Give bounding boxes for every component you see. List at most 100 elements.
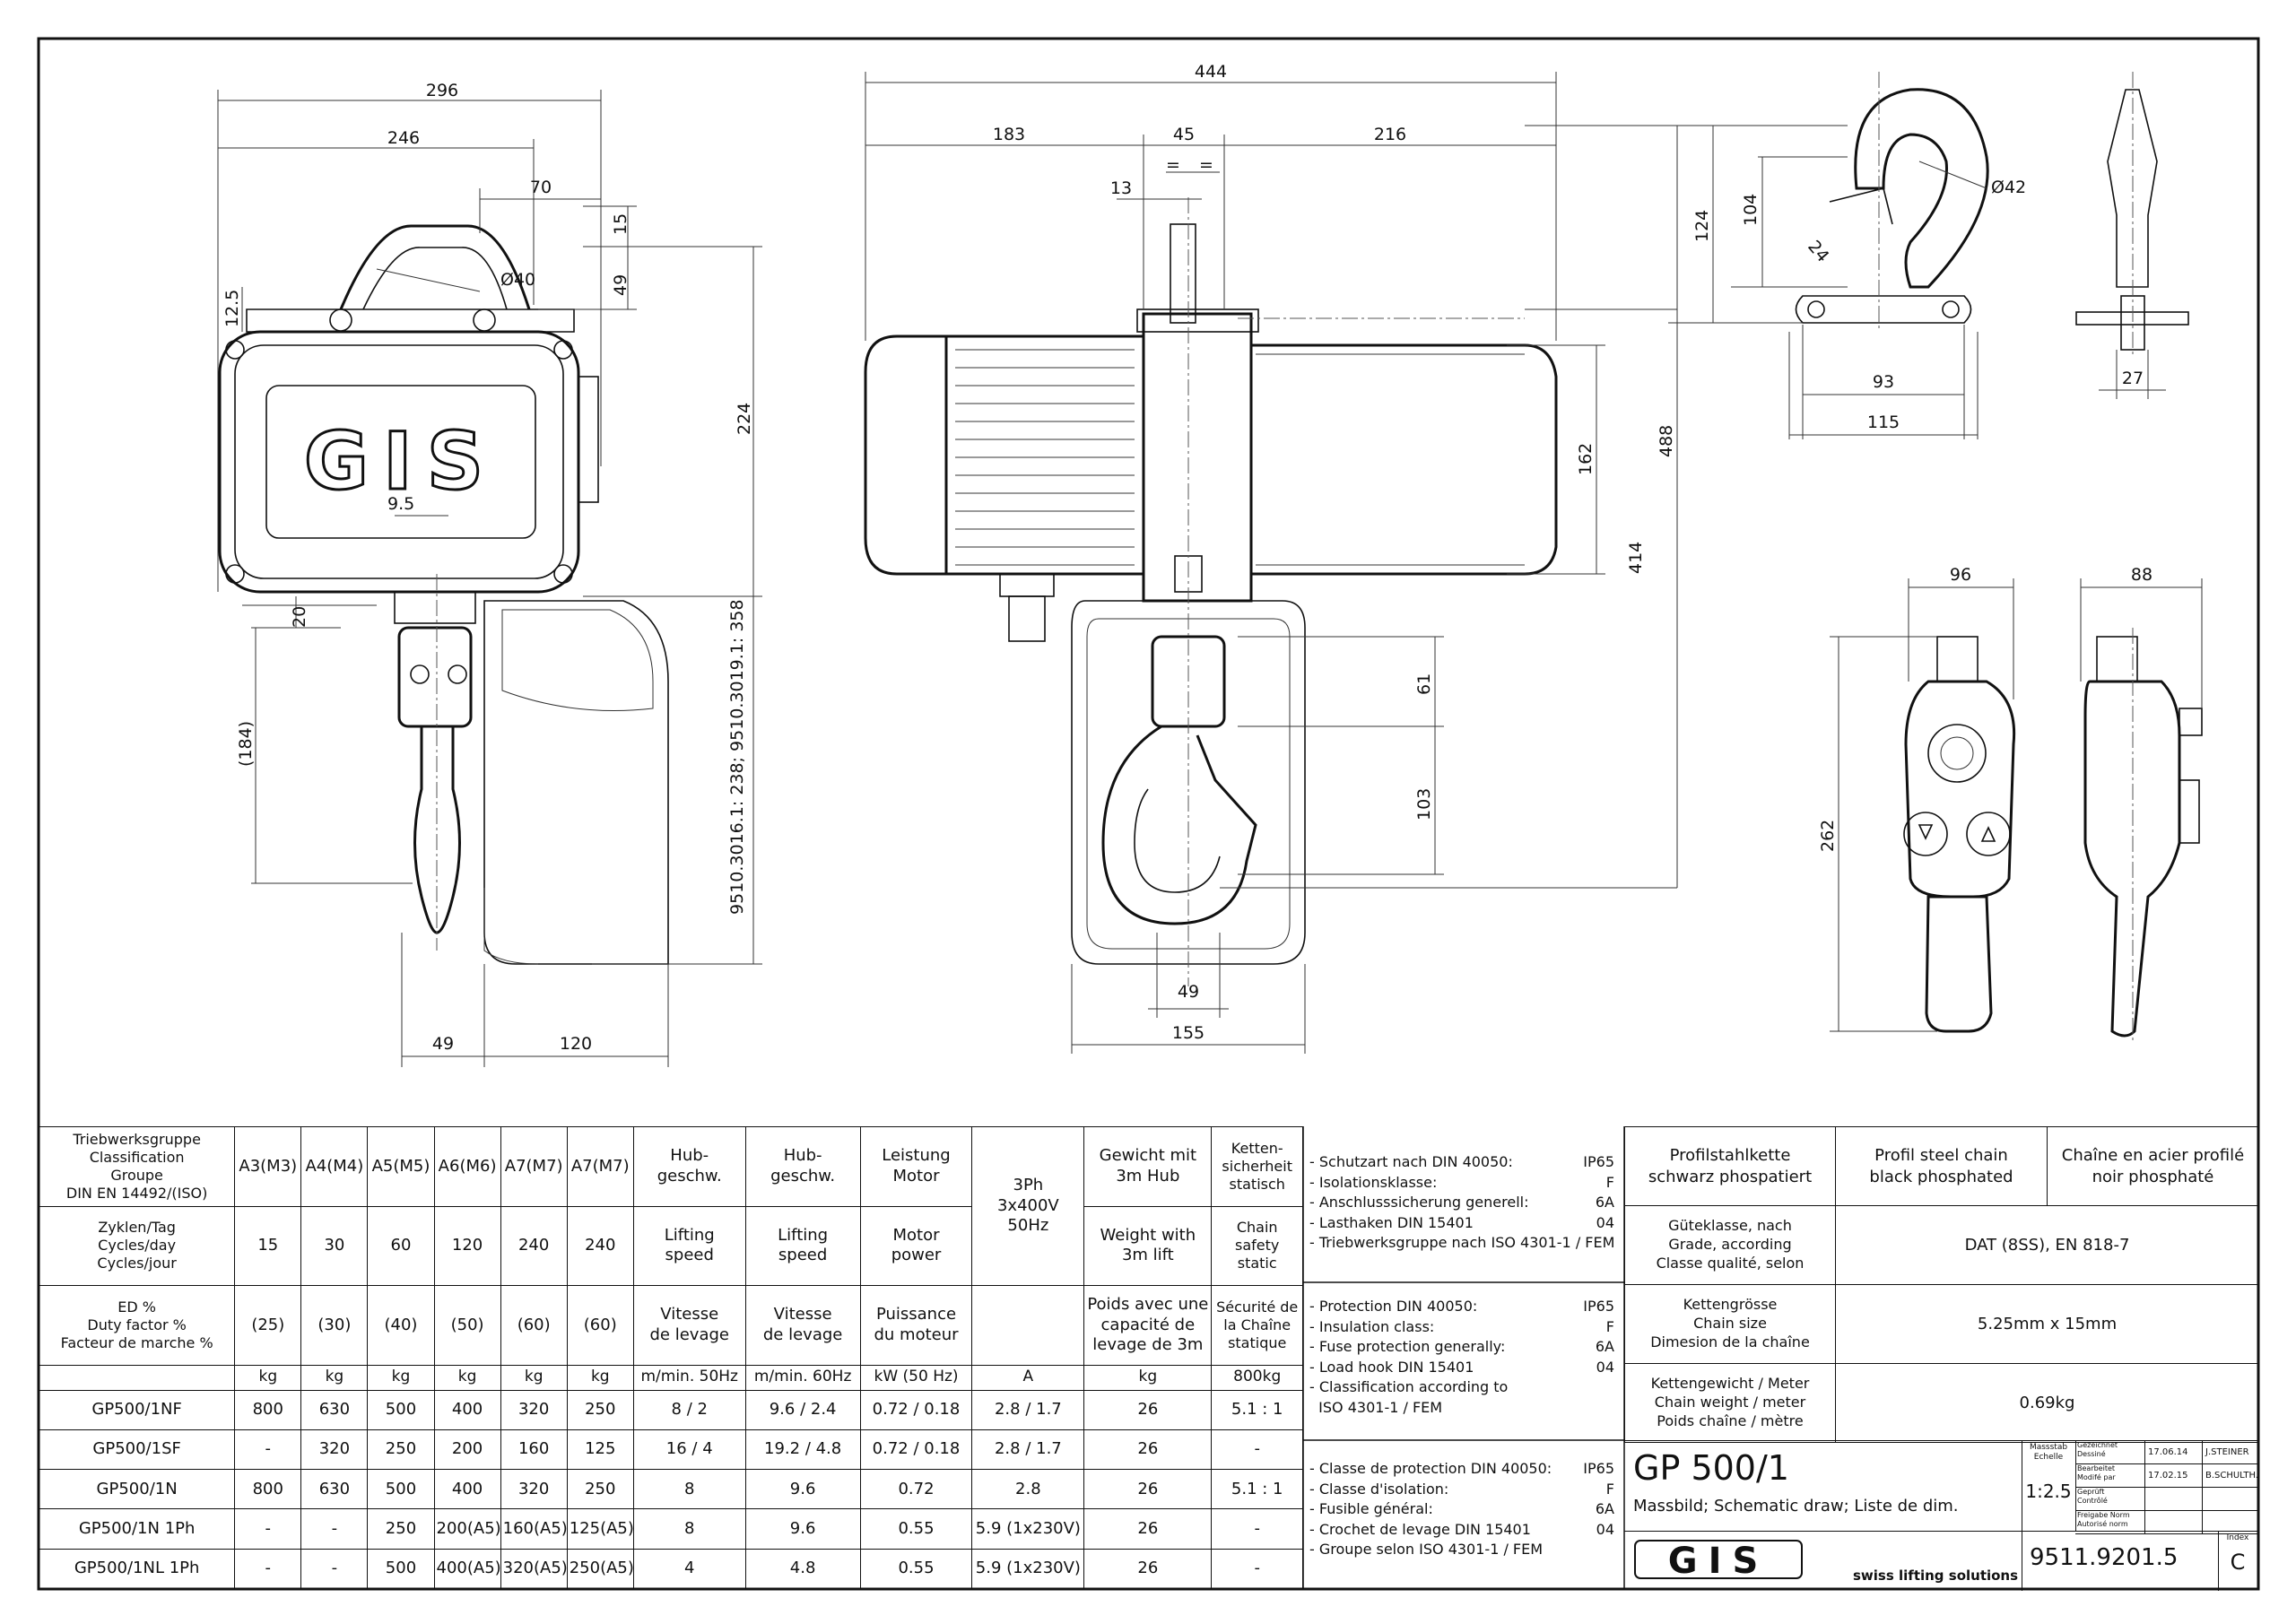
- units-empty: [38, 1364, 236, 1391]
- table-cell: 250: [367, 1429, 435, 1471]
- note-text: - Groupe selon ISO 4301-1 / FEM: [1309, 1541, 1544, 1558]
- note-line: - Groupe selon ISO 4301-1 / FEM: [1309, 1540, 1614, 1560]
- table-cell: 250: [566, 1389, 634, 1430]
- table-cell: 630: [300, 1469, 369, 1510]
- front-handle: [339, 224, 531, 310]
- grade-value: DAT (8SS), EN 818-7: [1835, 1205, 2259, 1285]
- dim-text: 115: [1867, 413, 1900, 432]
- model-name-cell: GP500/1N: [38, 1469, 236, 1510]
- note-value: IP65: [1583, 1460, 1614, 1477]
- bottom-block-front: [397, 626, 473, 728]
- note-text: - Insulation class:: [1309, 1317, 1435, 1335]
- table-cell: 9.6: [744, 1469, 861, 1510]
- dim-text: 49: [1178, 982, 1199, 1002]
- note-line: - Anschlusssicherung generell:6A: [1309, 1193, 1614, 1213]
- index-value: C: [2230, 1550, 2246, 1575]
- table-cell: 5.1 : 1: [1211, 1389, 1303, 1430]
- dim-text: 9.5: [387, 494, 414, 514]
- note-line: - Insulation class:F: [1309, 1317, 1614, 1338]
- note-text: - Anschlusssicherung generell:: [1309, 1194, 1529, 1211]
- table-cell: 2.8 / 1.7: [971, 1429, 1085, 1471]
- table-cell: 4: [632, 1548, 746, 1590]
- note-text: - Lasthaken DIN 15401: [1309, 1213, 1474, 1231]
- table-cell: 0.72 / 0.18: [859, 1389, 973, 1430]
- title-block: GP 500/1 Massbild; Schematic draw; Liste…: [1624, 1440, 2258, 1591]
- meta-cell: B.SCHULTH.: [2205, 1471, 2258, 1481]
- hook-dimensions: 124 104 Ø42 24 93 115 27: [1668, 125, 2166, 439]
- unit-cell: kg: [367, 1364, 435, 1391]
- spec-table: Triebwerksgruppe Classification Groupe D…: [38, 1126, 1303, 1590]
- dim-text: 262: [1818, 820, 1838, 852]
- unit-cell: kW (50 Hz): [859, 1364, 973, 1391]
- size-value: 5.25mm x 15mm: [1835, 1284, 2259, 1364]
- note-value: 04: [1596, 1520, 1614, 1538]
- dim-text: 88: [2131, 565, 2152, 585]
- unit-cell: m/min. 50Hz: [632, 1364, 746, 1391]
- note-line: - Schutzart nach DIN 40050:IP65: [1309, 1152, 1614, 1173]
- cycles-value: 60: [367, 1205, 435, 1286]
- dim-text: 296: [426, 81, 458, 100]
- note-text: - Classe d'isolation:: [1309, 1480, 1449, 1498]
- meta-cell: [2145, 1488, 2203, 1510]
- ed-value: (60): [566, 1285, 634, 1366]
- cable-gland: [1008, 595, 1046, 642]
- note-value: 04: [1596, 1358, 1614, 1376]
- dim-text: 155: [1172, 1023, 1205, 1043]
- drawing-frame: [37, 37, 2260, 1591]
- dim-text: 124: [1692, 210, 1712, 242]
- meta-cell: J.STEINER: [2205, 1447, 2249, 1457]
- notes-en: - Protection DIN 40050: IP65 - Insulation …: [1309, 1297, 1614, 1418]
- dim-text: 414: [1626, 542, 1646, 574]
- cycles-value: 15: [234, 1205, 302, 1286]
- group-header: A6(M6): [433, 1126, 501, 1207]
- note-text: - Protection DIN 40050:: [1309, 1298, 1478, 1315]
- table-cell: 320: [500, 1469, 568, 1510]
- group-header: A7(M7): [500, 1126, 568, 1207]
- note-line: - Isolationsklasse:F: [1309, 1173, 1614, 1194]
- pendant-handle: [1925, 895, 1993, 1033]
- ed-value: (60): [500, 1285, 568, 1366]
- table-cell: 0.55: [859, 1508, 973, 1550]
- dim-text: 12.5: [222, 290, 242, 327]
- dim-text: 45: [1173, 125, 1195, 144]
- gearbox: [1249, 343, 1558, 576]
- note-value: F: [1605, 1173, 1614, 1191]
- side-dimensions: 444 183 45 216 13 = = 162 488 414 61 103…: [865, 62, 1686, 1054]
- table-cell: 8: [632, 1508, 746, 1550]
- note-text: - Classe de protection DIN 40050:: [1309, 1460, 1552, 1477]
- note-value: IP65: [1583, 1298, 1614, 1315]
- table-cell: 19.2 / 4.8: [744, 1429, 861, 1471]
- hook-detail-side: [2107, 89, 2158, 288]
- table-cell: 8 / 2: [632, 1389, 746, 1430]
- up-button-icon: [1966, 812, 2011, 856]
- motor-body: [944, 334, 1145, 576]
- bolt-icon: [329, 308, 352, 332]
- note-line: - Protection DIN 40050: IP65: [1309, 1297, 1614, 1317]
- tagline: swiss lifting solutions: [1853, 1568, 2019, 1584]
- svg-text:GIS: GIS: [1668, 1541, 1770, 1582]
- dim-text: 70: [530, 178, 552, 197]
- dim-text: 444: [1195, 62, 1227, 82]
- model-name-cell: GP500/1SF: [38, 1429, 236, 1471]
- hub-header: Hub-geschw.: [744, 1126, 861, 1207]
- dim-text: 49: [611, 274, 631, 296]
